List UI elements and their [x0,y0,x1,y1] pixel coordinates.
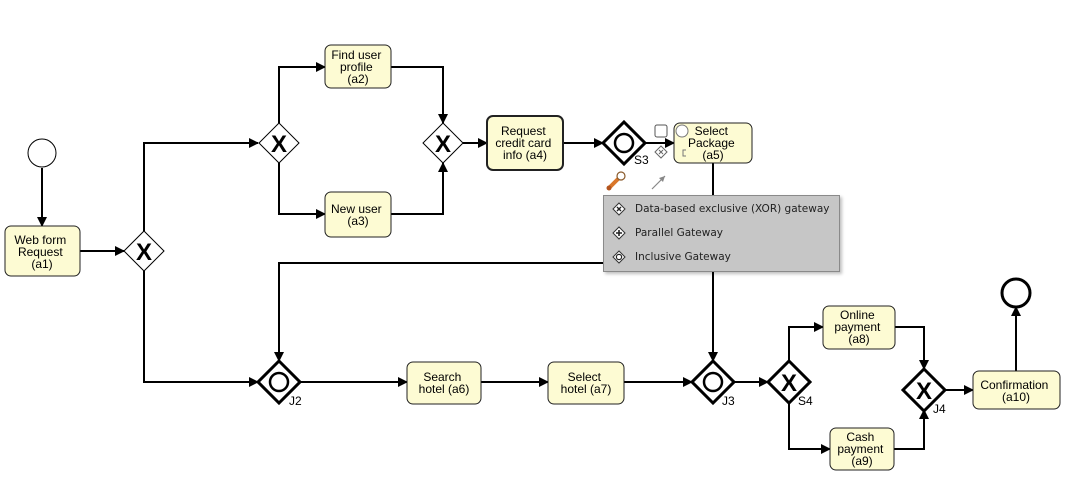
flow-s4-a9[interactable] [788,402,831,454]
menu-item-inclusive-gateway[interactable]: Inclusive Gateway [604,245,839,269]
gateway-label-j3: J3 [722,394,735,408]
task-a6[interactable]: Search hotel (a6) [406,361,482,405]
gateway-xor-split-2[interactable]: X [258,122,300,164]
task-a8-label: Online payment (a8) [834,308,883,346]
end-event[interactable] [1000,277,1032,309]
task-a9[interactable]: Cash payment (a9) [829,427,895,471]
gateway-type-menu: Data-based exclusive (XOR) gateway Paral… [603,195,840,272]
task-a7-label: Select hotel (a7) [561,370,612,396]
task-a4[interactable]: Request credit card info (a4) [486,115,564,171]
append-task-handle[interactable] [654,124,668,138]
append-gateway-handle[interactable] [654,145,668,159]
xor-marker-icon: X [781,370,797,397]
task-a6-label: Search hotel (a6) [419,370,470,396]
gateway-label-j2: J2 [289,394,302,408]
task-a5[interactable]: Select Package (a5) [673,122,753,164]
task-a3-label: New user (a3) [331,202,385,228]
task-a2[interactable]: Find user profile (a2) [324,44,392,89]
append-annotation-handle[interactable] [682,149,686,157]
inclusive-marker-icon [268,371,290,393]
gateway-label-s3: S3 [634,153,649,167]
task-a8[interactable]: Online payment (a8) [822,305,896,350]
connector-arrow-icon[interactable] [651,175,666,190]
xor-marker-icon: X [435,131,451,158]
xor-marker-icon: X [916,378,932,405]
flow-a2-join[interactable] [391,66,448,124]
flow-xor2-a2[interactable] [278,62,326,123]
flow-split-xor2[interactable] [143,138,259,231]
task-a10-label: Confirmation (a10) [980,378,1051,404]
flow-a8-j4[interactable] [895,326,929,370]
task-a2-label: Find user profile (a2) [331,48,384,86]
flow-xor2-a3[interactable] [278,163,326,219]
menu-item-parallel-gateway[interactable]: Parallel Gateway [604,221,839,245]
inclusive-marker-icon [613,132,635,154]
parallel-gateway-icon [612,226,626,240]
flow-s3-j2[interactable] [274,262,603,362]
menu-item-label: Data-based exclusive (XOR) gateway [635,203,830,215]
gateway-label-s4: S4 [798,394,813,408]
task-a1[interactable]: Web form Request (a1) [4,225,81,277]
task-a3[interactable]: New user (a3) [324,191,392,238]
flow-split-j2[interactable] [143,271,259,387]
wrench-icon[interactable] [606,171,626,191]
task-a10[interactable]: Confirmation (a10) [972,370,1061,410]
menu-item-label: Parallel Gateway [635,227,723,239]
task-a4-label: Request credit card info (a4) [495,124,554,162]
append-event-handle[interactable] [675,124,689,138]
flow-a9-j4[interactable] [894,409,929,450]
xor-marker-icon: X [271,131,287,158]
shape-palette-handles [606,124,689,191]
flow-a3-join[interactable] [391,162,448,215]
task-a7[interactable]: Select hotel (a7) [547,361,625,405]
menu-item-label: Inclusive Gateway [635,251,731,263]
start-event[interactable] [27,138,57,168]
gateway-label-j4: J4 [933,402,946,416]
task-a5-label: Select Package (a5) [688,124,738,162]
gateway-s3[interactable]: S3 [600,119,649,167]
inclusive-gateway-icon [612,250,626,264]
gateway-j3[interactable]: J3 [689,358,737,408]
task-a9-label: Cash payment (a9) [837,430,886,468]
task-a1-label: Web form Request (a1) [14,233,69,271]
gateway-split-xor[interactable]: X [123,230,165,272]
gateway-s4[interactable]: X S4 [765,358,813,408]
xor-marker-icon: X [136,239,152,266]
inclusive-marker-icon [702,371,724,393]
flow-s4-a8[interactable] [788,322,824,362]
gateway-j2[interactable]: J2 [255,358,303,408]
xor-gateway-icon [612,202,626,216]
gateway-j4[interactable]: X J4 [900,366,948,416]
menu-item-xor-gateway[interactable]: Data-based exclusive (XOR) gateway [604,197,839,221]
gateway-xor-join-1[interactable]: X [422,122,464,164]
